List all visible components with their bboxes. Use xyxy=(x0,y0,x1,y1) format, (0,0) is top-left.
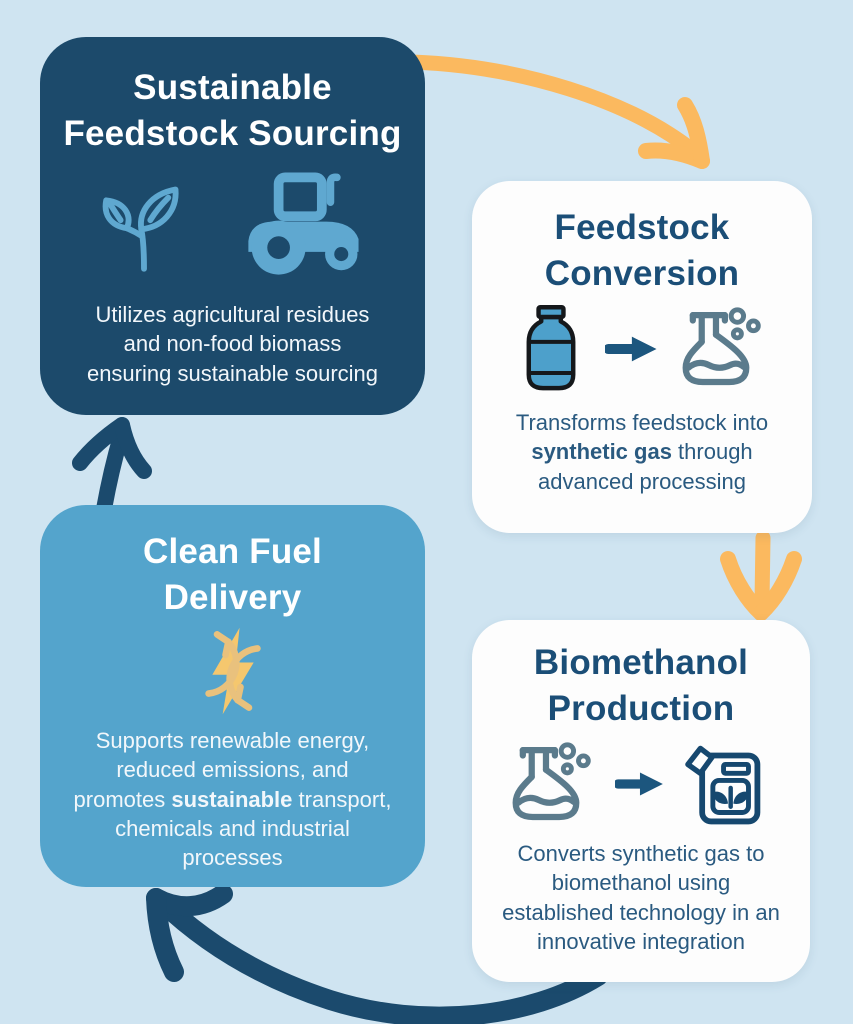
arrow-sourcing-to-conversion-icon xyxy=(404,54,710,169)
arrow-conversion-to-production-icon xyxy=(720,530,802,621)
card-body: Utilizes agricultural residues and non-f… xyxy=(86,302,379,386)
card-icons xyxy=(186,624,280,718)
tractor-icon xyxy=(241,172,367,280)
card-body: Transforms feedstock into synthetic gas … xyxy=(515,410,769,494)
card-body: Converts synthetic gas to biomethanol us… xyxy=(502,841,780,954)
flask-icon xyxy=(675,304,773,394)
arrow-delivery-to-sourcing-icon xyxy=(72,417,152,517)
card-icons xyxy=(511,304,773,394)
card-title: Feedstock Conversion xyxy=(544,208,740,293)
arrow-right-icon xyxy=(605,329,661,369)
sprout-icon xyxy=(99,178,189,274)
card-icons xyxy=(505,739,777,829)
bottle-icon xyxy=(511,304,591,394)
energy-cycle-icon xyxy=(186,624,280,718)
flask-icon xyxy=(505,739,603,829)
card-clean-fuel-delivery: Clean Fuel Delivery Supports renewable e… xyxy=(40,505,425,887)
card-sustainable-feedstock-sourcing: Sustainable Feedstock Sourcing xyxy=(40,37,425,415)
card-title: Biomethanol Production xyxy=(533,643,749,728)
card-feedstock-conversion: Feedstock Conversion xyxy=(472,181,812,533)
card-biomethanol-production: Biomethanol Production xyxy=(472,620,810,982)
card-title: Sustainable Feedstock Sourcing xyxy=(63,68,402,153)
card-title: Clean Fuel Delivery xyxy=(143,532,322,617)
fuel-can-icon xyxy=(679,739,777,829)
card-body: Supports renewable energy, reduced emiss… xyxy=(73,728,392,870)
card-icons xyxy=(99,172,367,280)
arrow-right-icon xyxy=(615,765,667,803)
